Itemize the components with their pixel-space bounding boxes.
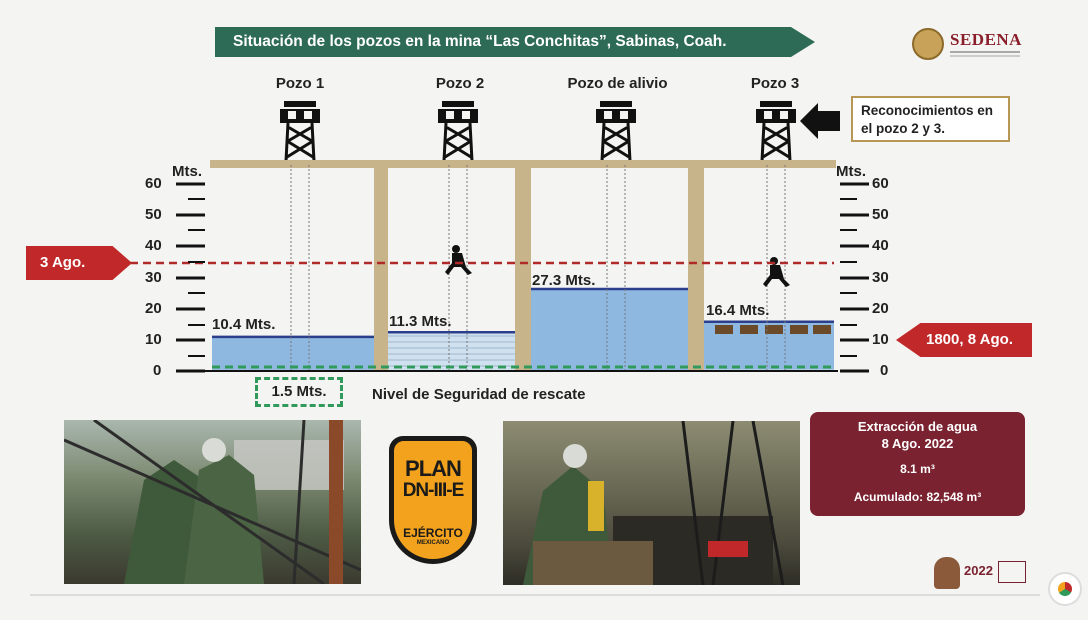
channel-logo-icon (1048, 572, 1082, 606)
pump-icons (715, 325, 831, 334)
seal-icon (912, 28, 944, 60)
drill-tower-icon (280, 101, 320, 162)
axis-tick-50-right: 50 (872, 206, 889, 223)
title-banner: Situación de los pozos en la mina “Las C… (215, 27, 815, 57)
axis-tick-30-right: 30 (872, 269, 889, 286)
safety-box: 1.5 Mts. (255, 377, 343, 407)
axis-tick-60: 60 (145, 175, 162, 192)
logo-subtitle-lines (950, 51, 1020, 53)
wells-diagram (130, 101, 869, 373)
drill-tower-icon (438, 101, 478, 162)
axis-unit-right: Mts. (836, 163, 866, 180)
plan-dn-iii-e-logo: PLAN DN-III-E EJÉRCITO MEXICANO (389, 436, 477, 564)
footer-emblem (998, 561, 1026, 583)
channel-logo-mark (1058, 582, 1072, 596)
note-box: Reconocimientos en el pozo 2 y 3. (851, 96, 1010, 142)
marker-8-ago: 1800, 8 Ago. (896, 323, 1032, 357)
well-name-3: Pozo 3 (750, 75, 800, 92)
axis-tick-0-right: 0 (880, 362, 889, 379)
plan-line-2: DN-III-E (402, 480, 465, 501)
axis-tick-20: 20 (145, 300, 162, 317)
water-pozo-1 (212, 336, 374, 370)
arrow-left-icon (800, 103, 840, 139)
axis-tick-60-right: 60 (872, 175, 889, 192)
level-label-pozo-alivio: 27.3 Mts. (532, 272, 596, 289)
rescue-photo-1 (64, 420, 361, 584)
extraction-title: Extracción de agua (857, 419, 978, 434)
extraction-panel: Extracción de agua 8 Ago. 2022 8.1 m³ Ac… (810, 412, 1025, 516)
logo-text: SEDENA (950, 30, 1022, 49)
level-label-pozo-1: 10.4 Mts. (212, 316, 276, 333)
well-name-2: Pozo 2 (435, 75, 485, 92)
plan-line-4: MEXICANO (416, 540, 450, 546)
axis-tick-40-right: 40 (872, 237, 889, 254)
axis-tick-10-right: 10 (872, 331, 889, 348)
axis-tick-0: 0 (153, 362, 162, 379)
safety-label: Nivel de Seguridad de rescate (372, 386, 586, 403)
axis-tick-50: 50 (145, 206, 162, 223)
portrait-icon (934, 557, 960, 589)
plan-line-3: EJÉRCITO (403, 526, 463, 540)
footer-year: 2022 (964, 563, 993, 578)
photo-2-scene (523, 421, 785, 585)
photo-1-scene (64, 420, 361, 584)
plan-line-1: PLAN (405, 456, 462, 481)
footer-2022-logo: 2022 (934, 555, 1026, 591)
drill-tower-icon (756, 101, 796, 162)
footer-divider (30, 594, 1040, 596)
water-pozo-2 (388, 332, 515, 371)
axis-tick-40: 40 (145, 237, 162, 254)
marker-3-ago: 3 Ago. (26, 246, 132, 280)
axis-tick-20-right: 20 (872, 300, 889, 317)
axis-tick-10: 10 (145, 331, 162, 348)
level-label-pozo-3: 16.4 Mts. (706, 302, 770, 319)
extraction-date: 8 Ago. 2022 (881, 436, 954, 451)
extraction-total: Acumulado: 82,548 m³ (853, 490, 982, 504)
rescue-photo-2 (503, 421, 800, 585)
sedena-logo: SEDENA (912, 28, 1032, 62)
well-name-alivio: Pozo de alivio (567, 75, 668, 92)
water-pozo-alivio (531, 289, 688, 370)
well-name-1: Pozo 1 (275, 75, 325, 92)
axis-unit-left: Mts. (172, 163, 202, 180)
drill-tower-icon (596, 101, 636, 162)
axis-tick-30: 30 (145, 269, 162, 286)
extraction-daily: 8.1 m³ (900, 462, 935, 476)
level-label-pozo-2: 11.3 Mts. (389, 313, 452, 330)
